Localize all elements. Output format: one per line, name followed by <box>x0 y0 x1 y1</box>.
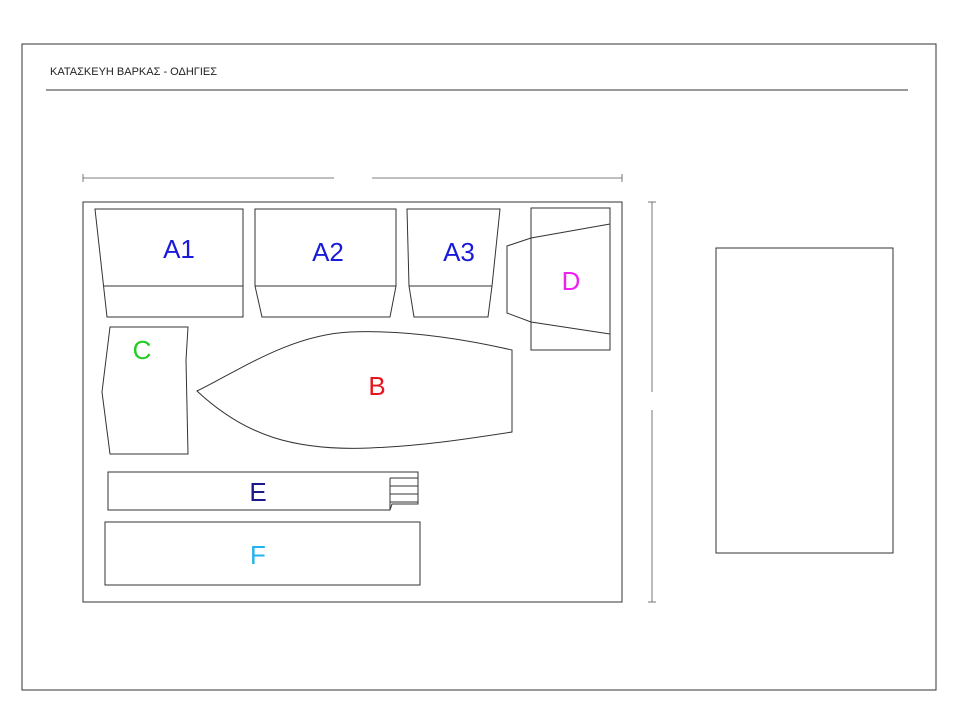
part-b-label: B <box>368 371 385 401</box>
part-a3: A3 <box>406 208 501 318</box>
part-f: F <box>104 521 421 586</box>
cutting-board <box>82 201 623 603</box>
part-a1-label: A1 <box>163 234 195 264</box>
part-f-label: F <box>250 540 266 570</box>
page-frame <box>21 43 937 691</box>
document-title: ΚΑΤΑΣΚΕΥΗ ΒΑΡΚΑΣ - ΟΔΗΓΙΕΣ <box>50 66 217 78</box>
part-e: E <box>107 471 419 511</box>
part-b: B <box>196 331 513 449</box>
part-e-label: E <box>249 477 266 507</box>
part-a2-label: A2 <box>312 237 344 267</box>
part-c-label: C <box>133 335 152 365</box>
width-dimension <box>82 174 623 182</box>
part-c: C <box>101 326 189 455</box>
part-d-label: D <box>562 266 581 296</box>
part-a2: A2 <box>254 208 397 318</box>
side-panel <box>715 247 894 554</box>
height-dimension <box>648 201 656 603</box>
part-d: D <box>506 207 611 351</box>
part-a3-label: A3 <box>443 237 475 267</box>
part-a1: A1 <box>94 208 244 318</box>
